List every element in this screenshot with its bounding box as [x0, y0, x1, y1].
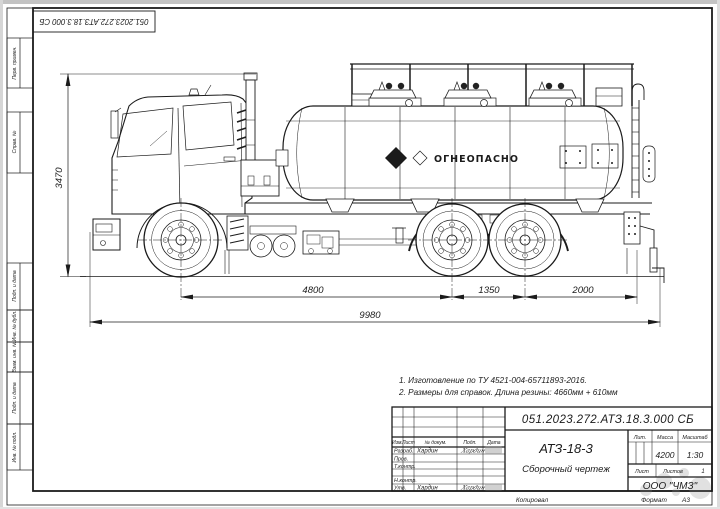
tb-date-blur-1: [485, 446, 502, 454]
dimensions: 3470 4800 1350 2000 9980: [54, 73, 661, 327]
footer-format-value: А3: [681, 497, 690, 504]
bottom-margin: Копировал Формат А3: [516, 497, 691, 504]
battery-box: [226, 215, 249, 251]
air-tank: [272, 234, 296, 258]
tank-top-equipment: [350, 63, 634, 107]
strip-label-podp-data-2: Подп. и дата: [12, 382, 18, 414]
toolbox: [240, 159, 280, 197]
tb-row-utv: Утв.: [393, 486, 406, 492]
tb-col-sign: Подп.: [463, 440, 476, 446]
front-bumper: [92, 218, 121, 251]
truck-side-view: ОГНЕОПАСНО: [80, 63, 665, 300]
strip-label-vzam-inv: Взам. инв. №: [12, 341, 18, 373]
tb-razrab-signature: Хардин: [459, 448, 486, 455]
exhaust-stack: [245, 79, 256, 165]
page-edge-top: [0, 0, 720, 4]
tb-col-list: Лист: [401, 440, 415, 446]
tank: ОГНЕОПАСНО: [275, 105, 624, 213]
page-edge-bottom: [0, 507, 720, 509]
tb-mass-value: 4200: [656, 450, 675, 460]
dim-wheelbase-text: 4800: [302, 285, 324, 296]
hazard-diamond: [385, 147, 407, 169]
dim-height-text: 3470: [54, 167, 65, 189]
dim-rear-text: 2000: [571, 285, 594, 296]
tb-row-tkontr: Т.контр.: [394, 464, 416, 470]
tb-date-blur-2: [485, 483, 502, 491]
footer-format-label: Формат: [641, 497, 667, 504]
tb-scale-label: Масштаб: [682, 435, 708, 441]
note-line-1: 1. Изготовление по ТУ 4521-004-65711893-…: [399, 376, 587, 385]
door-handle: [223, 156, 236, 162]
tb-designation: 051.2023.272.АТЗ.18.3.000 СБ: [522, 414, 694, 426]
air-tank: [249, 234, 273, 258]
tb-company: ООО "ЧМЗ": [643, 481, 698, 492]
pump-unit: [302, 230, 340, 255]
antenna: [204, 84, 212, 96]
footer-copied: Копировал: [516, 497, 549, 504]
headlight: [95, 223, 113, 233]
tank-support: [325, 198, 355, 213]
notes: 1. Изготовление по ТУ 4521-004-65711893-…: [398, 376, 618, 397]
dim-total-text: 9980: [359, 310, 381, 321]
top-box-right: [595, 87, 623, 107]
tb-scale-value: 1:30: [687, 450, 704, 460]
strip-label-sprav-no: Справ. №: [12, 130, 18, 153]
hazard-class-diamond: [412, 150, 428, 166]
tb-col-doc: № докум.: [424, 440, 446, 446]
note-line-2: 2. Размеры для справок. Длина резины: 46…: [398, 388, 618, 397]
behind-cab-equipment: [226, 72, 432, 258]
page-edge-left: [0, 0, 3, 509]
tb-sheets-value: 1: [701, 469, 704, 475]
strip-label-perv-primen: Перв. примен.: [12, 46, 18, 79]
tb-col-date: Дата: [486, 440, 500, 446]
page-edge-right: [717, 0, 720, 509]
tank-hatch: [368, 81, 422, 107]
tank-hatch: [443, 81, 497, 107]
front-mirror: [110, 110, 119, 139]
tb-utv-signature: Хардин: [459, 485, 486, 492]
tank-plate: [559, 145, 587, 169]
rear-bracket: [623, 211, 641, 245]
tb-row-razrab: Разраб.: [394, 449, 414, 455]
rear-equipment: [623, 83, 665, 283]
tb-mass-label: Масса: [657, 435, 673, 441]
tank-support: [575, 198, 605, 213]
tb-product-name: АТЗ-18-3: [538, 441, 593, 456]
tb-razrab-name: Хардин: [416, 449, 438, 455]
rotated-designation: 051.2023.272.АТЗ.18.3.000 СБ: [39, 17, 148, 26]
centerlines: [138, 198, 569, 300]
strip-label-inv-podl: Инв. № подл.: [12, 431, 18, 462]
tb-row-nkontr: Н.контр.: [394, 478, 417, 484]
dim-bogie-text: 1350: [478, 285, 500, 296]
ladder-handle: [631, 83, 645, 100]
rear-bumper: [649, 247, 658, 273]
tank-hazard-text: ОГНЕОПАСНО: [434, 154, 519, 165]
tb-utv-name: Хардин: [416, 486, 438, 492]
strip-label-inv-dubl: Инв. № дубл.: [12, 311, 18, 342]
tank-hatch: [528, 81, 582, 107]
tb-doc-type: Сборочный чертеж: [522, 464, 610, 475]
title-block: 051.2023.272.АТЗ.18.3.000 СБ АТЗ-18-3 Сб…: [391, 406, 713, 499]
tb-col-izm: Изм.: [392, 440, 403, 446]
tb-lit-label: Лит.: [633, 435, 647, 441]
tb-sheet-label: Лист: [634, 469, 649, 475]
roof-beacon: [188, 88, 200, 96]
strip-label-podp-data-1: Подп. и дата: [12, 270, 18, 302]
tank-plate: [591, 143, 619, 169]
gost-frame: 051.2023.272.АТЗ.18.3.000 СБ Перв. приме…: [6, 7, 713, 506]
valve: [395, 227, 404, 244]
rear-marker-plate: [642, 145, 656, 183]
tb-sheets-label: Листов: [662, 469, 683, 475]
tb-row-prov: Пров.: [394, 457, 408, 463]
